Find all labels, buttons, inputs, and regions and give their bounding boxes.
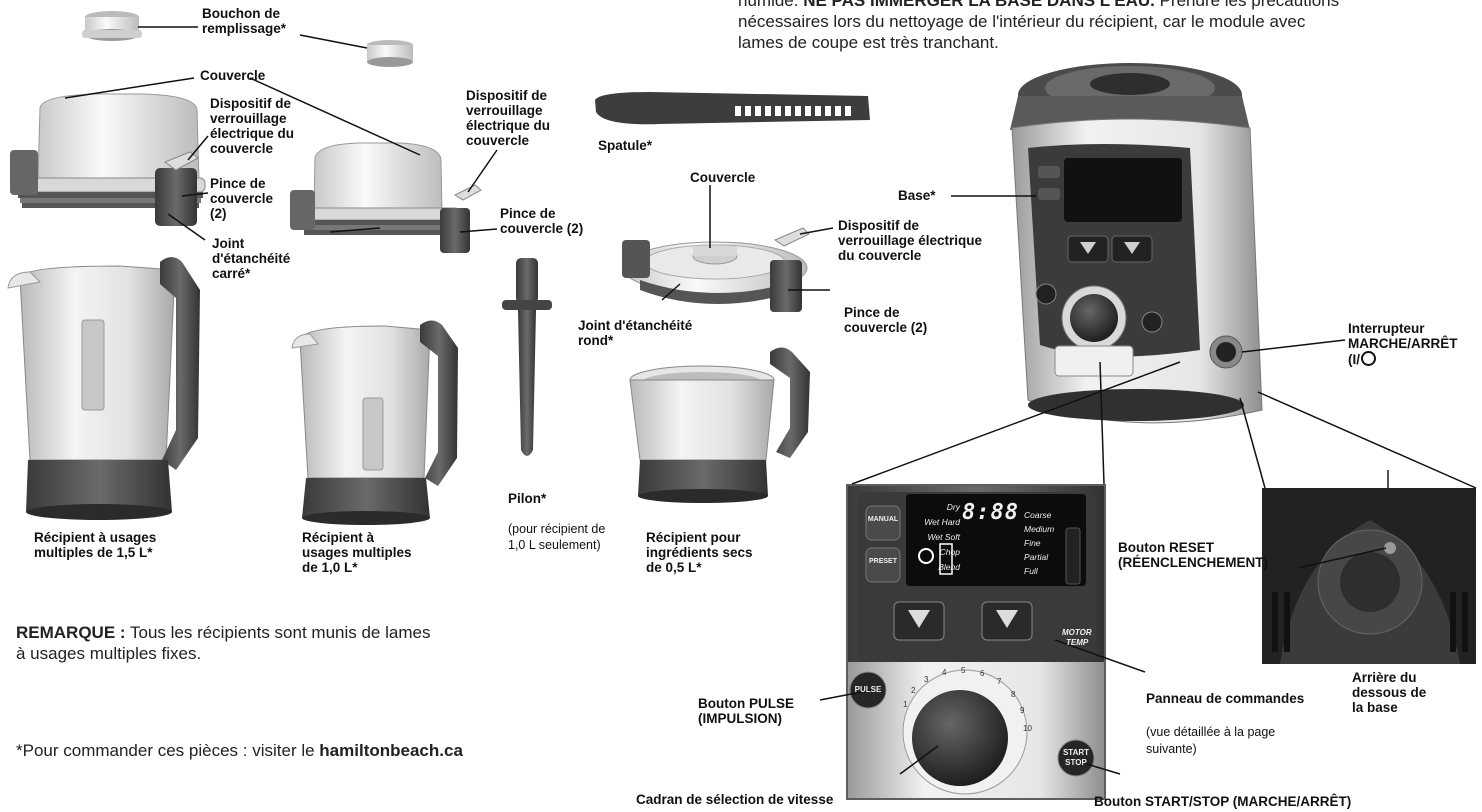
jar-1-0l xyxy=(291,320,458,525)
label-base: Base* xyxy=(898,188,936,203)
label-dispositif-1: Dispositif de verrouillage électrique du… xyxy=(210,96,295,156)
label-arriere: Arrière du dessous de la base xyxy=(1352,670,1427,715)
top-note-warning: NE PAS IMMERGER LA BASE DANS L'EAU. xyxy=(803,0,1155,10)
label-pince-2: Pince de couvercle (2) xyxy=(500,206,584,236)
label-panneau: Panneau de commandes (vue détaillée à la… xyxy=(1146,676,1304,758)
dial-number: 6 xyxy=(980,669,985,678)
base-bottom-closeup xyxy=(1262,470,1476,664)
mode-chop: Chop xyxy=(939,547,960,557)
dial-number: 8 xyxy=(1011,690,1016,699)
jar-1-5l xyxy=(7,257,200,520)
label-bouchon: Bouchon de remplissage* xyxy=(202,6,287,36)
tamper xyxy=(502,258,552,456)
remarque-line1: Tous les récipients sont munis de lames xyxy=(129,623,431,642)
panel-left-modes: Dry Wet Hard Wet Soft Chop Blend xyxy=(910,500,960,575)
label-pince-1: Pince de couvercle (2) xyxy=(210,176,274,221)
blender-base xyxy=(1010,63,1263,424)
label-spatule: Spatule* xyxy=(598,138,653,153)
label-recipient-1-5: Récipient à usages multiples de 1,5 L* xyxy=(34,530,157,560)
dial-number: 2 xyxy=(911,686,916,695)
label-panneau-sub: (vue détaillée à la page suivante) xyxy=(1146,725,1276,756)
top-note-line2: nécessaires lors du nettoyage de l'intér… xyxy=(738,12,1306,31)
label-dispositif-2: Dispositif de verrouillage électrique du… xyxy=(466,88,551,148)
label-cadran: Cadran de sélection de vitesse xyxy=(636,792,834,807)
mode-medium: Medium xyxy=(1024,524,1055,534)
label-startstop: Bouton START/STOP (MARCHE/ARRÊT) xyxy=(1094,794,1352,809)
order-note: *Pour commander ces pièces : visiter le … xyxy=(16,740,616,761)
dial-number: 1 xyxy=(903,700,908,709)
dial-number: 3 xyxy=(924,675,929,684)
round-lid xyxy=(622,227,810,312)
fill-cap-small-2 xyxy=(367,40,413,67)
mode-wet-hard: Wet Hard xyxy=(924,517,960,527)
mode-wet-soft: Wet Soft xyxy=(927,532,960,542)
order-site-link[interactable]: hamiltonbeach.ca xyxy=(319,741,463,760)
panel-stop-label[interactable]: STOP xyxy=(1065,758,1087,767)
leader-lines xyxy=(64,26,1477,775)
label-panneau-title: Panneau de commandes xyxy=(1146,691,1305,706)
spatula xyxy=(595,92,870,125)
label-recipient-1-0: Récipient à usages multiples de 1,0 L* xyxy=(302,530,412,575)
label-joint-carre: Joint d'étanchéité carré* xyxy=(212,236,291,281)
remarque: REMARQUE : Tous les récipients sont muni… xyxy=(16,622,596,664)
top-note-prefix: humide. xyxy=(738,0,799,10)
panel-display: 8:88 xyxy=(962,500,1019,525)
mode-fine: Fine xyxy=(1024,538,1041,548)
jar-0-5l xyxy=(629,347,810,503)
remarque-title: REMARQUE : xyxy=(16,623,126,642)
label-pilon-title: Pilon* xyxy=(508,491,547,506)
label-pulse: Bouton PULSE (IMPULSION) xyxy=(698,696,794,726)
fill-cap-small xyxy=(82,11,142,41)
dial-number: 9 xyxy=(1020,706,1025,715)
panel-preset-label[interactable]: PRESET xyxy=(868,558,897,565)
label-recipient-0-5: Récipient pour ingrédients secs de 0,5 L… xyxy=(646,530,753,575)
lid-medium xyxy=(290,142,482,253)
top-note-suffix: Prendre les précautions xyxy=(1159,0,1340,10)
label-interrupteur: Interrupteur MARCHE/ARRÊT (I/ xyxy=(1348,306,1458,367)
top-note-line3: lames de coupe est très tranchant. xyxy=(738,33,999,52)
power-icon xyxy=(1361,351,1376,366)
dial-number: 7 xyxy=(997,677,1002,686)
lid-large xyxy=(10,93,206,226)
mode-full: Full xyxy=(1024,566,1038,576)
panel-motor-label: MOTOR xyxy=(1062,628,1092,637)
label-pilon: Pilon* (pour récipient de 1,0 L seulemen… xyxy=(508,476,605,553)
remarque-line2: à usages multiples fixes. xyxy=(16,644,202,663)
label-couvercle-1: Couvercle xyxy=(200,68,266,83)
label-pilon-sub: (pour récipient de 1,0 L seulement) xyxy=(508,522,606,552)
top-note: humide. NE PAS IMMERGER LA BASE DANS L'E… xyxy=(738,0,1478,53)
panel-pulse-label[interactable]: PULSE xyxy=(854,685,882,694)
mode-blend: Blend xyxy=(938,562,960,572)
panel-right-modes: Coarse Medium Fine Partial Full xyxy=(1024,508,1070,578)
dial-number: 10 xyxy=(1023,724,1032,733)
mode-dry: Dry xyxy=(946,502,960,512)
panel-start-label[interactable]: START xyxy=(1062,748,1090,757)
order-prefix: *Pour commander ces pièces : visiter le xyxy=(16,741,315,760)
label-couvercle-2: Couvercle xyxy=(690,170,756,185)
panel-temp-label: TEMP xyxy=(1066,638,1089,647)
label-interrupteur-text: Interrupteur MARCHE/ARRÊT (I/ xyxy=(1348,321,1458,367)
mode-coarse: Coarse xyxy=(1024,510,1052,520)
dial-number: 4 xyxy=(942,668,947,677)
label-reset: Bouton RESET (RÉENCLENCHEMENT) xyxy=(1118,540,1268,570)
mode-partial: Partial xyxy=(1024,552,1049,562)
label-joint-rond: Joint d'étanchéité rond* xyxy=(578,318,693,348)
panel-manual-label[interactable]: MANUAL xyxy=(867,516,899,523)
label-pince-3: Pince de couvercle (2) xyxy=(844,305,928,335)
label-dispositif-3: Dispositif de verrouillage électrique du… xyxy=(838,218,983,263)
dial-number: 5 xyxy=(961,666,966,675)
